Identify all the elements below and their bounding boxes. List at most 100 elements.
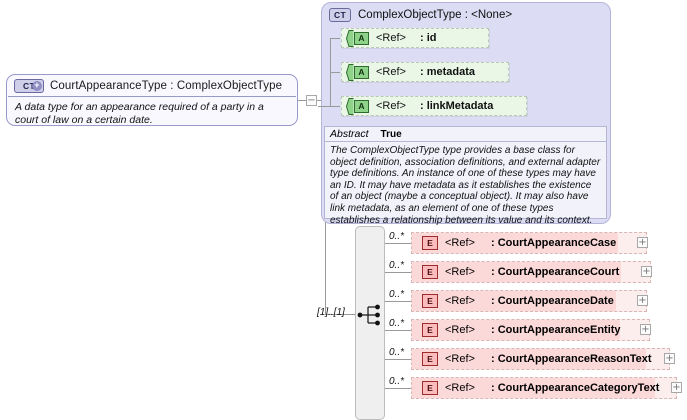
- element-row-courtappearancereasontext[interactable]: E <Ref> : CourtAppearanceReasonText: [411, 348, 670, 370]
- element-ref: <Ref>: [445, 295, 475, 307]
- element-ref: <Ref>: [445, 382, 475, 394]
- element-ref: <Ref>: [445, 237, 475, 249]
- element-icon: E: [422, 381, 438, 395]
- element-expand-toggle[interactable]: +: [641, 266, 652, 277]
- element-expand-toggle[interactable]: +: [637, 237, 648, 248]
- element-name: : CourtAppearanceCategoryText: [490, 382, 660, 394]
- abstract-text: The ComplexObjectType type provides a ba…: [330, 145, 601, 226]
- complex-type-box-courtappearancetype[interactable]: CT + CourtAppearanceType : ComplexObject…: [6, 74, 298, 126]
- element-name: : CourtAppearanceEntity: [490, 324, 621, 336]
- base-type-title: ComplexObjectType : <None>: [358, 9, 513, 21]
- attribute-name: : metadata: [419, 66, 475, 78]
- element-row-courtappearancecourt[interactable]: E <Ref> : CourtAppearanceCourt: [411, 261, 651, 283]
- complex-type-description: A data type for an appearance required o…: [15, 101, 264, 126]
- complex-type-header: CT + CourtAppearanceType : ComplexObject…: [7, 75, 297, 96]
- element-expand-symbol: +: [672, 382, 681, 393]
- element-row-courtappearancedate[interactable]: E <Ref> : CourtAppearanceDate: [411, 290, 647, 312]
- element-inner-fill: [412, 262, 621, 282]
- element-icon: E: [422, 323, 438, 337]
- element-cardinality: 0..*: [389, 289, 405, 300]
- ct-icon-label: CT: [23, 81, 35, 91]
- collapse-toggle-symbol: −: [307, 95, 316, 106]
- attribute-name: : id: [419, 32, 437, 44]
- element-expand-symbol: +: [638, 295, 647, 306]
- ct-icon[interactable]: CT: [329, 8, 351, 22]
- attribute-shape: A: [344, 97, 369, 115]
- attribute-shape: A: [344, 29, 369, 47]
- attribute-left-cap-icon: [346, 97, 354, 115]
- element-icon: E: [422, 352, 438, 366]
- element-cardinality: 0..*: [389, 231, 405, 242]
- element-icon: E: [422, 265, 438, 279]
- element-branch-5: [385, 359, 411, 360]
- element-cardinality: 0..*: [389, 318, 405, 329]
- element-ref: <Ref>: [445, 353, 475, 365]
- attribute-icon: A: [354, 65, 369, 79]
- attribute-row-linkmetadata[interactable]: A <Ref> : linkMetadata: [341, 96, 527, 116]
- ct-plus-badge: +: [32, 81, 42, 91]
- element-inner-fill: [412, 291, 616, 311]
- element-expand-toggle[interactable]: +: [637, 295, 648, 306]
- attribute-ref: <Ref>: [376, 100, 406, 112]
- element-name: : CourtAppearanceReasonText: [490, 353, 652, 365]
- element-branch-3: [385, 301, 411, 302]
- element-name: : CourtAppearanceDate: [490, 295, 614, 307]
- connector-left-to-toggle: [298, 100, 306, 101]
- attribute-left-cap-icon: [346, 63, 354, 81]
- element-expand-toggle[interactable]: +: [664, 353, 675, 364]
- abstract-documentation-block: Abstract True The ComplexObjectType type…: [324, 126, 607, 226]
- element-inner-fill: [412, 233, 618, 253]
- abstract-header: Abstract True: [325, 127, 606, 142]
- attribute-ref: <Ref>: [376, 32, 406, 44]
- attribute-left-cap-icon: [346, 29, 354, 47]
- element-cardinality: 0..*: [389, 376, 405, 387]
- attribute-row-id[interactable]: A <Ref> : id: [341, 28, 489, 48]
- element-expand-symbol: +: [642, 266, 651, 277]
- element-row-courtappearancecategorytext[interactable]: E <Ref> : CourtAppearanceCategoryText: [411, 377, 677, 399]
- element-branch-6: [385, 388, 411, 389]
- attribute-name: : linkMetadata: [419, 100, 494, 112]
- attribute-tree-inlet: [318, 106, 330, 107]
- element-cardinality: 0..*: [389, 347, 405, 358]
- sequence-cardinality: [1]..[1]: [317, 307, 345, 318]
- element-inner-fill: [412, 320, 620, 340]
- attribute-branch-1: [330, 38, 340, 39]
- element-ref: <Ref>: [445, 266, 475, 278]
- attribute-ref: <Ref>: [376, 66, 406, 78]
- ct-icon-label: CT: [334, 10, 346, 20]
- ct-plus-icon[interactable]: CT +: [14, 79, 44, 93]
- base-type-header: CT ComplexObjectType : <None>: [322, 3, 610, 24]
- element-name: : CourtAppearanceCase: [490, 237, 617, 249]
- element-branch-1: [385, 243, 411, 244]
- attribute-icon: A: [354, 31, 369, 45]
- abstract-value: True: [380, 129, 402, 140]
- connector-trunk-to-sequence: [325, 314, 355, 315]
- attribute-row-metadata[interactable]: A <Ref> : metadata: [341, 62, 509, 82]
- complex-type-title: CourtAppearanceType : ComplexObjectType: [50, 80, 283, 92]
- sequence-compositor-icon: [357, 304, 380, 326]
- element-icon: E: [422, 294, 438, 308]
- element-expand-toggle[interactable]: +: [671, 382, 682, 393]
- element-expand-toggle[interactable]: +: [640, 324, 651, 335]
- sequence-compositor[interactable]: [355, 226, 385, 420]
- attribute-icon: A: [354, 99, 369, 113]
- abstract-label: Abstract: [330, 128, 369, 140]
- element-row-courtappearancecase[interactable]: E <Ref> : CourtAppearanceCase: [411, 232, 647, 254]
- attribute-branch-3: [330, 106, 340, 107]
- element-expand-symbol: +: [641, 324, 650, 335]
- attribute-branch-2: [330, 72, 340, 73]
- element-branch-2: [385, 272, 411, 273]
- element-row-courtappearanceentity[interactable]: E <Ref> : CourtAppearanceEntity: [411, 319, 650, 341]
- element-name: : CourtAppearanceCourt: [490, 266, 620, 278]
- element-inner-fill: [412, 349, 646, 369]
- element-cardinality: 0..*: [389, 260, 405, 271]
- complex-type-divider: [8, 96, 296, 97]
- element-branch-4: [385, 330, 411, 331]
- collapse-toggle[interactable]: −: [306, 95, 317, 106]
- element-expand-symbol: +: [638, 237, 647, 248]
- attribute-shape: A: [344, 63, 369, 81]
- element-ref: <Ref>: [445, 324, 475, 336]
- element-expand-symbol: +: [665, 353, 674, 364]
- element-icon: E: [422, 236, 438, 250]
